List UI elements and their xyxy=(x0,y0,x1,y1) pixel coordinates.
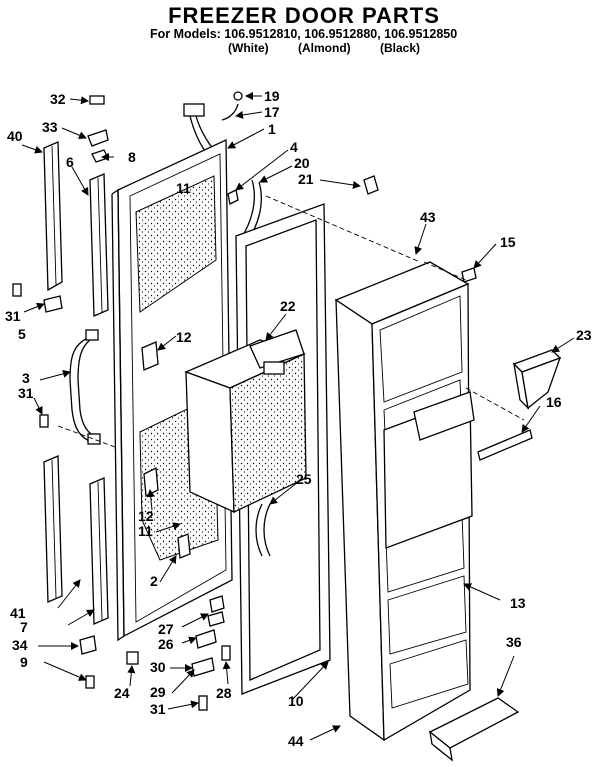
part-24-block xyxy=(126,651,139,665)
callout-11-upper: 11 xyxy=(176,180,191,196)
callout-24: 24 xyxy=(114,685,130,701)
callout-41: 41 xyxy=(10,605,26,621)
callout-20: 20 xyxy=(294,155,310,171)
part-34-hinge xyxy=(79,635,97,655)
screw-31-mid xyxy=(39,414,49,428)
part-33-bracket xyxy=(87,129,109,147)
callout-1: 1 xyxy=(268,121,276,137)
callout-13: 13 xyxy=(510,595,526,611)
part-25-grip xyxy=(255,503,271,557)
ice-chute-housing xyxy=(184,329,307,514)
callout-2: 2 xyxy=(150,573,158,589)
part-16-trim-bar xyxy=(477,429,533,461)
part-4-clip xyxy=(227,189,239,205)
callout-12-lower: 12 xyxy=(138,508,154,524)
model-numbers: For Models: 106.9512810, 106.9512880, 10… xyxy=(150,27,458,41)
callout-29: 29 xyxy=(150,684,166,700)
diagram-title: FREEZER DOOR PARTS xyxy=(168,3,440,28)
callout-6: 6 xyxy=(66,154,74,170)
callout-36: 36 xyxy=(506,634,522,650)
callout-26: 26 xyxy=(158,636,174,652)
part-15-screw xyxy=(461,267,477,283)
callout-31-bottom: 31 xyxy=(150,701,166,717)
callout-44: 44 xyxy=(288,733,304,749)
hinge-parts-26-30 xyxy=(191,595,231,711)
callout-22: 22 xyxy=(280,298,296,314)
part-32-clip xyxy=(89,95,105,105)
reference-line xyxy=(265,195,421,263)
callout-9: 9 xyxy=(20,654,28,670)
reference-line xyxy=(465,387,525,421)
callout-8: 8 xyxy=(128,149,136,165)
part-8-clip xyxy=(91,149,109,163)
door-handle xyxy=(69,329,101,445)
callout-12-upper: 12 xyxy=(176,329,192,345)
callout-43: 43 xyxy=(420,209,436,225)
reference-line xyxy=(57,425,119,449)
callout-25: 25 xyxy=(296,471,312,487)
callout-11-lower: 11 xyxy=(138,523,153,539)
variant-black: (Black) xyxy=(380,41,421,55)
part-21-plug xyxy=(363,175,379,195)
leader-lines xyxy=(21,92,575,741)
part-5-hinge-pin xyxy=(43,295,63,313)
callout-7: 7 xyxy=(20,619,28,635)
callout-5: 5 xyxy=(18,326,26,342)
callout-16: 16 xyxy=(546,394,562,410)
callout-31-mid: 31 xyxy=(18,385,34,401)
callout-30: 30 xyxy=(150,659,166,675)
callout-19: 19 xyxy=(264,88,280,104)
trim-strip-6 xyxy=(89,173,109,317)
screw-9 xyxy=(85,675,95,689)
callout-40: 40 xyxy=(7,128,23,144)
callout-34: 34 xyxy=(12,637,28,653)
part-36-door-bin xyxy=(428,697,520,762)
trim-strip-7 xyxy=(89,477,109,625)
callout-28: 28 xyxy=(216,685,232,701)
callout-33: 33 xyxy=(42,119,58,135)
trim-strip-41 xyxy=(43,455,63,603)
trim-strip-40 xyxy=(43,141,63,292)
dispenser-cover xyxy=(383,391,475,549)
callout-4: 4 xyxy=(290,139,298,155)
screw-31-top xyxy=(12,283,22,297)
callout-31-top: 31 xyxy=(5,308,21,324)
callout-3: 3 xyxy=(22,370,30,386)
callout-27: 27 xyxy=(158,621,174,637)
callout-17: 17 xyxy=(264,104,280,120)
callout-23: 23 xyxy=(576,327,592,343)
variant-white: (White) xyxy=(228,41,269,55)
callout-10: 10 xyxy=(288,693,304,709)
callout-32: 32 xyxy=(50,91,66,107)
callout-15: 15 xyxy=(500,234,516,250)
variant-almond: (Almond) xyxy=(298,41,351,55)
callout-21: 21 xyxy=(298,171,314,187)
part-23-chute xyxy=(512,349,562,410)
